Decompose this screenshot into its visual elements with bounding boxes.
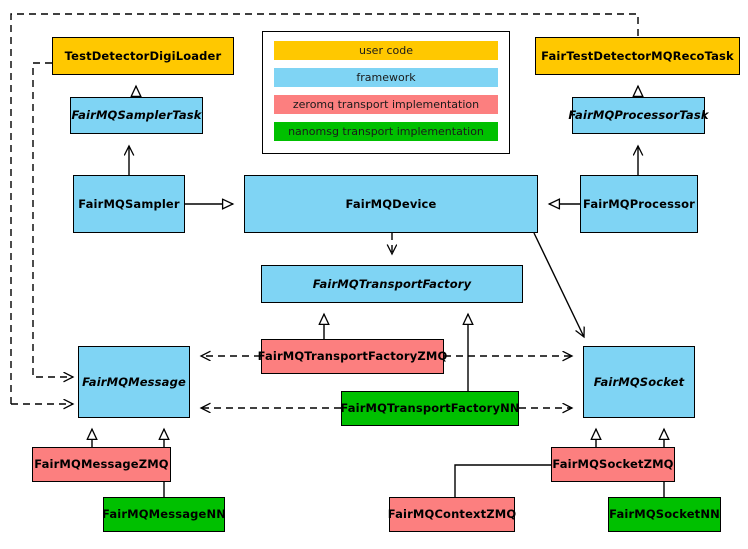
class-label: FairMQProcessorTask bbox=[568, 108, 709, 123]
edge-device-to-socket bbox=[533, 232, 584, 337]
class-node-fairmqprocessortask[interactable]: FairMQProcessorTask bbox=[568, 97, 708, 134]
class-label: FairMQSamplerTask bbox=[71, 108, 202, 123]
legend-panel: user code framework zeromq transport imp… bbox=[262, 31, 510, 154]
class-node-fairmqtransportfactory[interactable]: FairMQTransportFactory bbox=[261, 265, 523, 303]
class-node-fairmqcontextzmq[interactable]: FairMQContextZMQ bbox=[387, 497, 517, 532]
class-label: FairMQMessageZMQ bbox=[34, 457, 169, 472]
legend-item-nanomsg: nanomsg transport implementation bbox=[274, 122, 498, 141]
class-label: FairMQDevice bbox=[345, 196, 437, 211]
legend-item-framework: framework bbox=[274, 68, 498, 87]
class-label: FairMQMessage bbox=[82, 374, 186, 389]
class-label: FairMQContextZMQ bbox=[387, 507, 517, 522]
class-node-fairmqdevice[interactable]: FairMQDevice bbox=[244, 175, 538, 233]
class-node-fairtestdetectormqrecotask[interactable]: FairTestDetectorMQRecoTask bbox=[535, 37, 740, 75]
class-node-fairmqsamplertask[interactable]: FairMQSamplerTask bbox=[70, 97, 203, 134]
class-node-fairmqmessage[interactable]: FairMQMessage bbox=[78, 346, 190, 418]
class-node-fairmqmessagezmq[interactable]: FairMQMessageZMQ bbox=[32, 447, 171, 482]
legend-item-zeromq: zeromq transport implementation bbox=[274, 95, 498, 114]
class-label: FairMQSampler bbox=[78, 196, 180, 211]
class-label: FairMQMessageNN bbox=[102, 507, 226, 522]
class-label: FairMQTransportFactory bbox=[312, 276, 472, 291]
legend-item-user-code: user code bbox=[274, 41, 498, 60]
class-label: FairMQSocketZMQ bbox=[552, 457, 674, 472]
class-node-fairmqtransportfactorynn[interactable]: FairMQTransportFactoryNN bbox=[340, 391, 520, 426]
class-node-fairmqprocessor[interactable]: FairMQProcessor bbox=[580, 175, 698, 233]
legend-label-user-code: user code bbox=[358, 44, 414, 57]
class-node-fairmqsocketzmq[interactable]: FairMQSocketZMQ bbox=[551, 447, 675, 482]
legend-label-zeromq: zeromq transport implementation bbox=[292, 98, 480, 111]
class-label: FairMQTransportFactoryZMQ bbox=[257, 349, 448, 364]
class-label: FairMQSocketNN bbox=[609, 507, 720, 522]
legend-label-nanomsg: nanomsg transport implementation bbox=[288, 125, 484, 138]
class-label: TestDetectorDigiLoader bbox=[64, 48, 222, 63]
class-node-fairmqmessagenn[interactable]: FairMQMessageNN bbox=[102, 497, 226, 532]
edge-digiloader-to-message-dependency bbox=[32, 62, 73, 377]
edge-socketzmq-composition-contextzmq bbox=[454, 460, 568, 497]
class-node-fairmqtransportfactoryzmq[interactable]: FairMQTransportFactoryZMQ bbox=[258, 339, 447, 374]
class-label: FairMQSocket bbox=[593, 374, 685, 389]
class-node-fairmqsocket[interactable]: FairMQSocket bbox=[583, 346, 695, 418]
class-node-fairmqsocketnn[interactable]: FairMQSocketNN bbox=[608, 497, 721, 532]
legend-label-framework: framework bbox=[356, 71, 416, 84]
class-node-fairmqsampler[interactable]: FairMQSampler bbox=[73, 175, 185, 233]
class-label: FairMQTransportFactoryNN bbox=[340, 401, 520, 416]
class-node-testdetectordigiloader[interactable]: TestDetectorDigiLoader bbox=[52, 37, 234, 75]
class-label: FairTestDetectorMQRecoTask bbox=[541, 48, 734, 63]
class-label: FairMQProcessor bbox=[583, 196, 695, 211]
